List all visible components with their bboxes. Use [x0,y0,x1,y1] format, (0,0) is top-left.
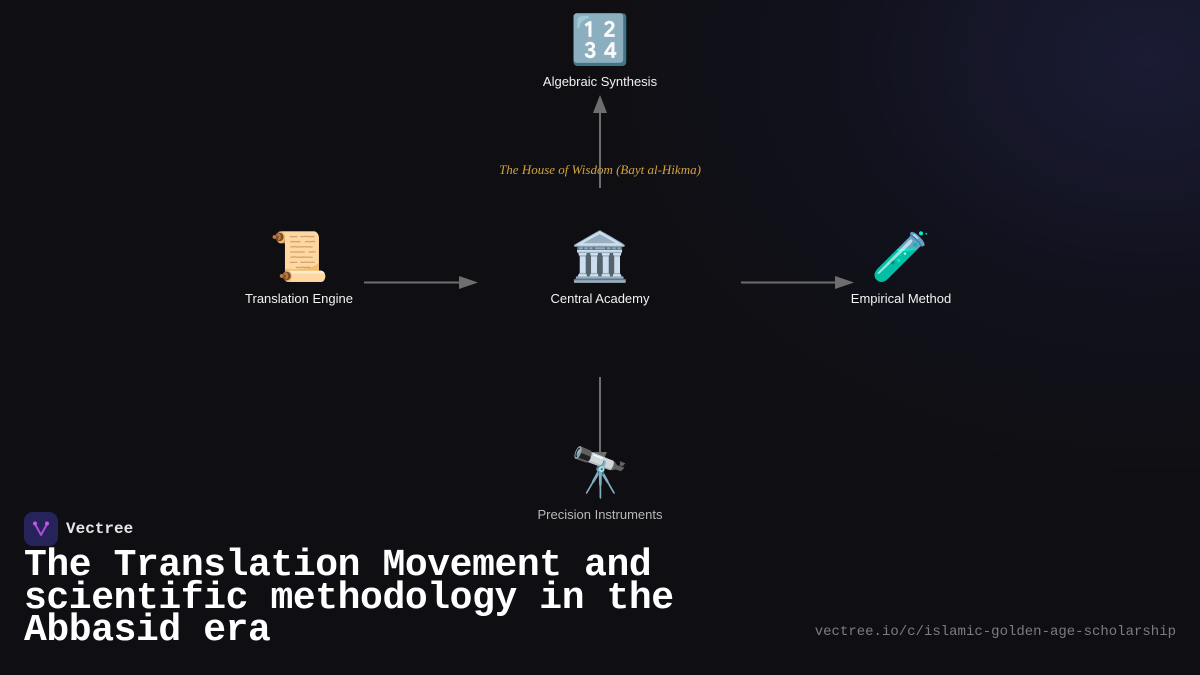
node-translation-engine[interactable]: 📜 Translation Engine [199,229,399,306]
scroll-icon: 📜 [269,229,329,285]
diagram-caption: The House of Wisdom (Bayt al-Hikma) [499,162,701,177]
node-label: Empirical Method [850,291,952,306]
brand: Vectree [24,512,133,546]
vectree-logo-icon [24,512,58,546]
node-central-academy[interactable]: 🏛️ Central Academy [500,229,700,306]
brand-name: Vectree [66,520,134,538]
node-label: Central Academy [550,291,650,306]
telescope-icon: 🔭 [570,445,630,501]
node-precision-instruments[interactable]: 🔭 Precision Instruments [500,445,700,522]
page-title: The Translation Movement and scientific … [24,544,674,652]
source-url: vectree.io/c/islamic-golden-age-scholars… [814,624,1176,640]
arrowhead-right-2 [835,276,854,289]
node-algebraic-synthesis[interactable]: 🔢 Algebraic Synthesis [500,12,700,89]
node-empirical-method[interactable]: 🧪 Empirical Method [801,229,1001,306]
input-numbers-icon: 🔢 [570,12,630,68]
classical-building-icon: 🏛️ [570,229,630,285]
node-label: Precision Instruments [537,507,663,522]
arrowhead-right-1 [459,276,478,289]
node-label: Algebraic Synthesis [542,74,658,89]
node-label: Translation Engine [245,291,353,306]
arrowhead-up [593,95,607,113]
test-tube-icon: 🧪 [871,229,931,285]
arrowhead-down [593,452,607,468]
